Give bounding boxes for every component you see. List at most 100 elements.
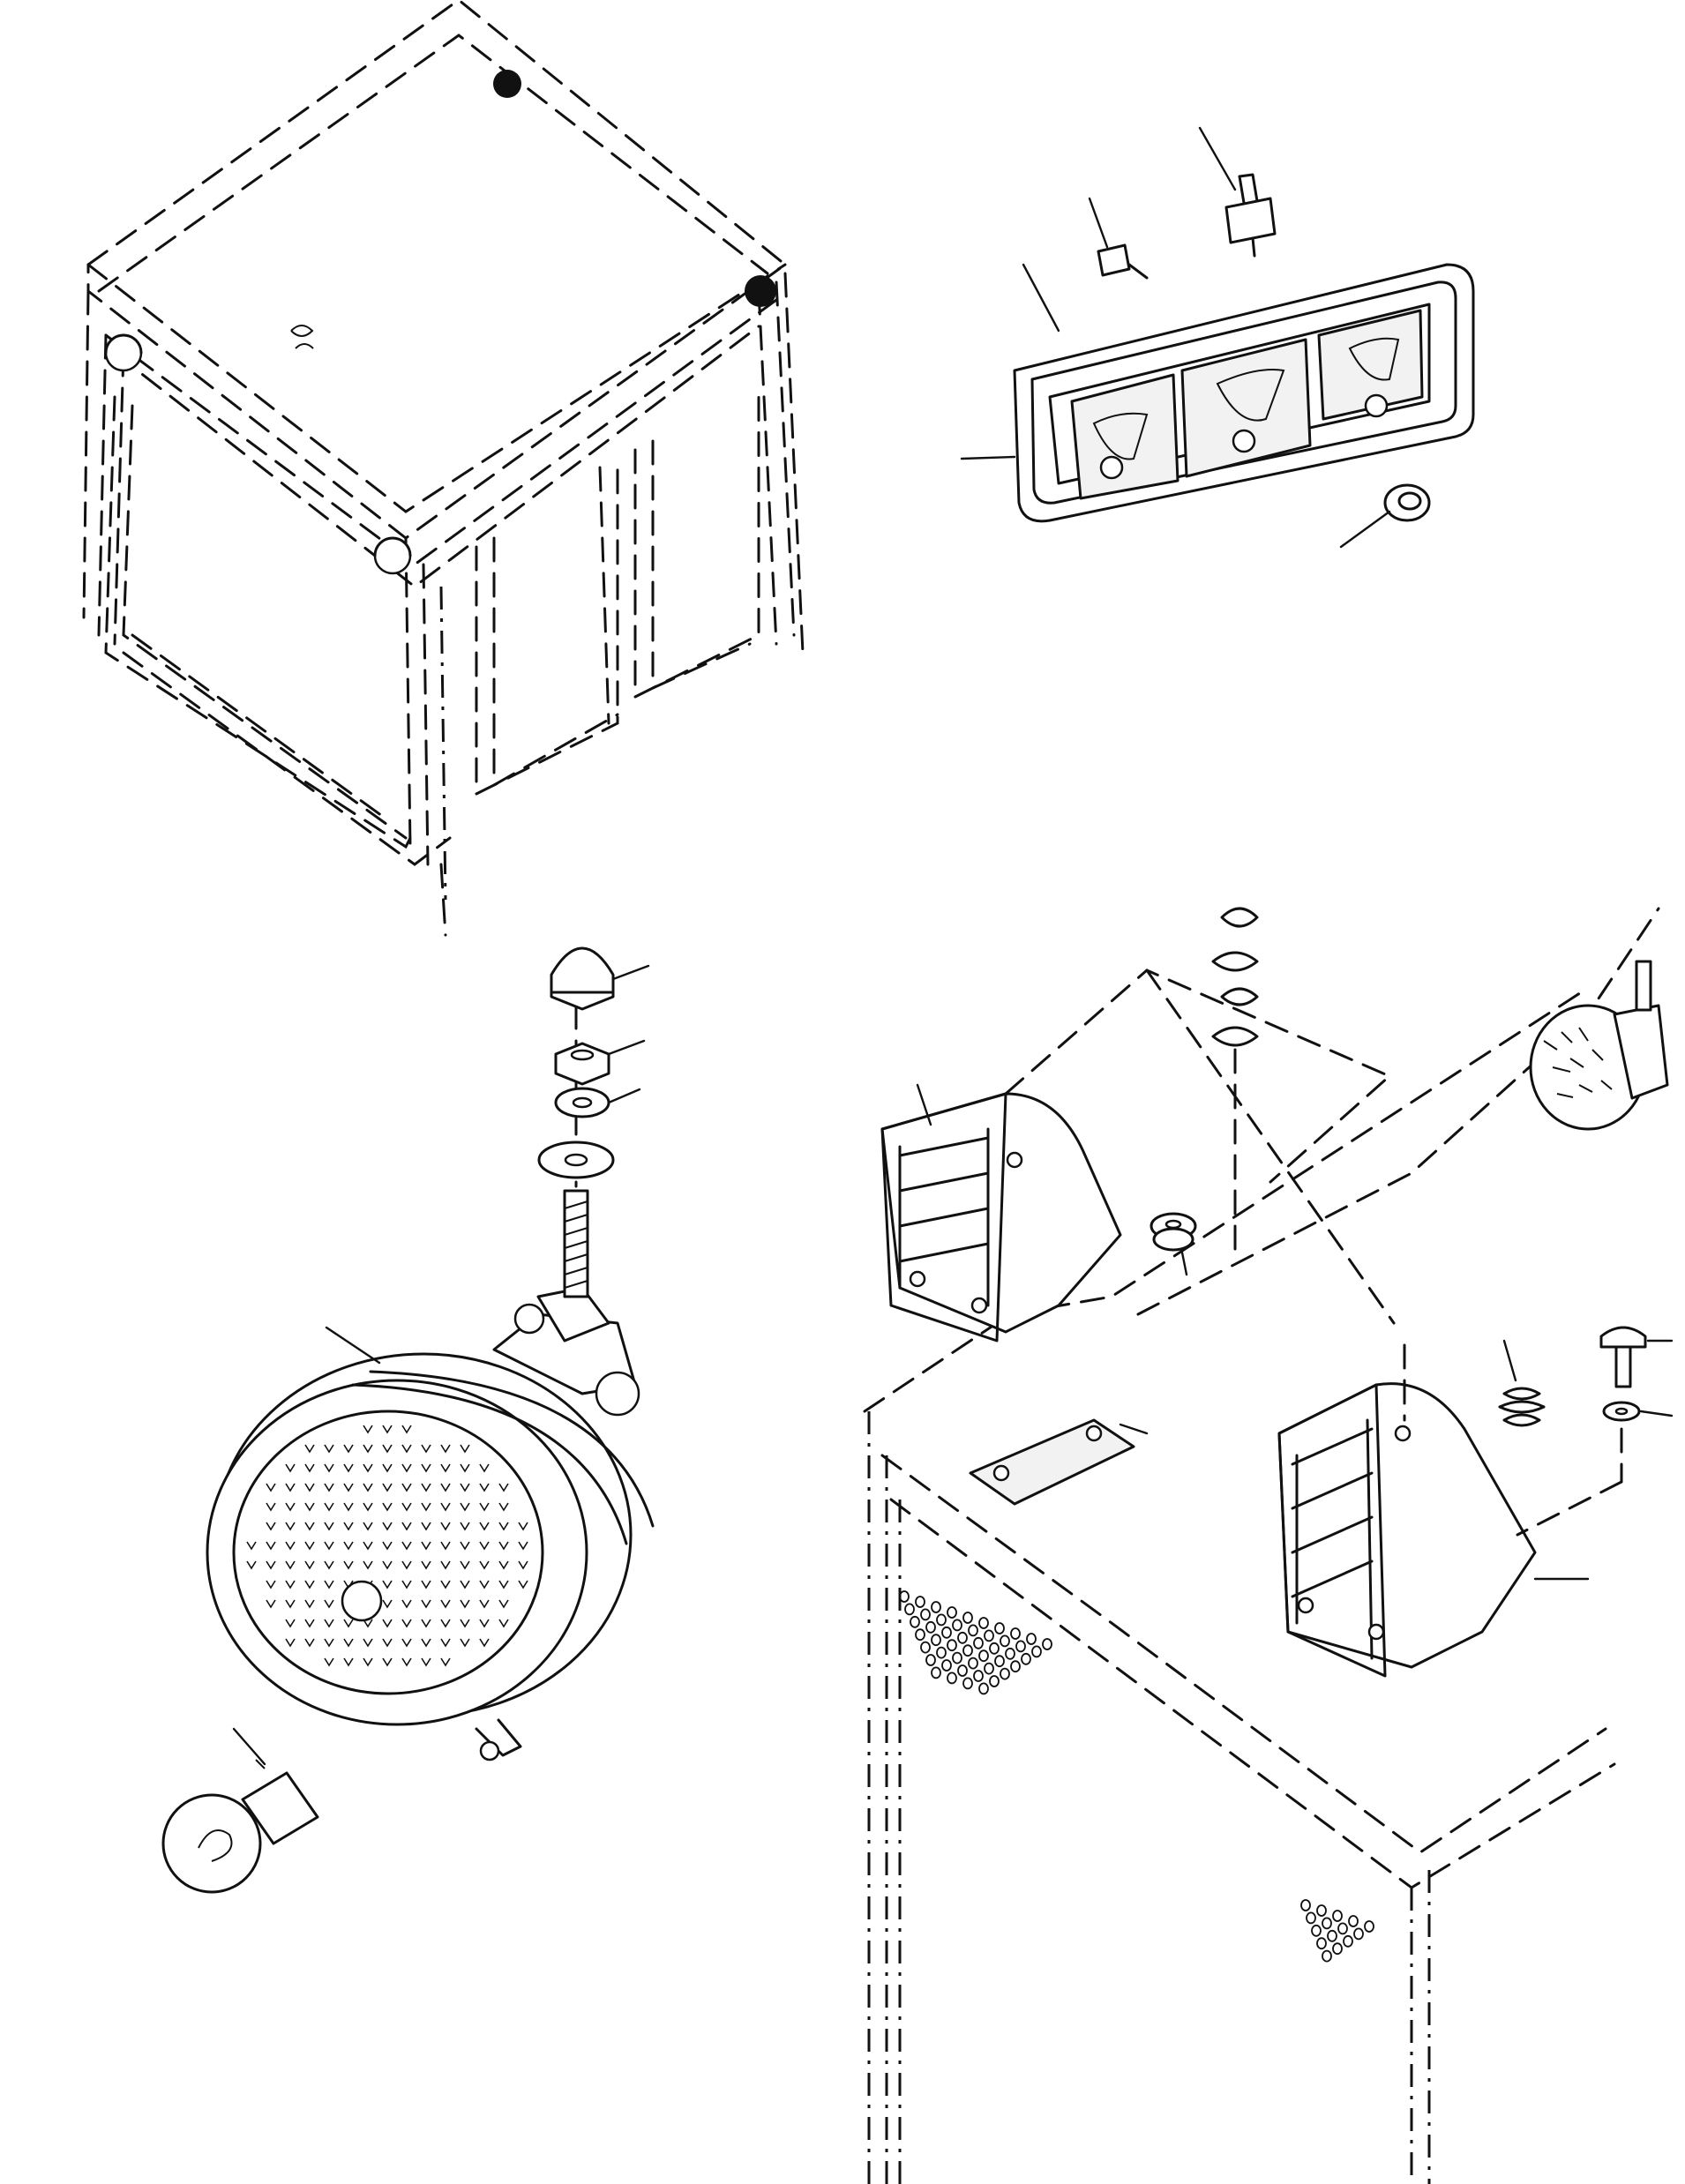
lens-mark	[285, 1541, 296, 1551]
lens-mark	[518, 1541, 528, 1551]
perforation-hole	[957, 1631, 968, 1644]
perforation-hole	[978, 1617, 989, 1629]
perforation-hole	[1000, 1667, 1010, 1680]
perforation-hole	[1005, 1647, 1015, 1660]
lens-mark	[498, 1560, 509, 1570]
lens-mark	[304, 1599, 315, 1609]
perforation-hole	[1010, 1660, 1021, 1673]
lens-mark	[401, 1619, 412, 1628]
lens-mark	[266, 1483, 276, 1492]
lens-mark	[382, 1541, 393, 1551]
beacon-dark-top	[493, 70, 521, 98]
lens-mark	[479, 1541, 490, 1551]
lens-mark	[343, 1657, 354, 1667]
lens-mark	[285, 1599, 296, 1609]
lens-mark	[382, 1619, 393, 1628]
lens-mark	[421, 1522, 431, 1531]
lens-mark	[498, 1522, 509, 1531]
lens-mark	[266, 1560, 276, 1570]
lens-mark	[343, 1463, 354, 1473]
beacon-light-left	[104, 333, 143, 372]
perforation-hole	[1300, 1899, 1311, 1911]
lens-mark	[324, 1657, 334, 1667]
perforation-hole	[1337, 1922, 1348, 1935]
lens-mark	[363, 1657, 373, 1667]
perforation-hole	[947, 1672, 957, 1685]
lens-mark	[440, 1502, 451, 1512]
lens-mark	[498, 1619, 509, 1628]
lens-mark	[479, 1522, 490, 1531]
perforation-hole	[1026, 1633, 1037, 1645]
lens-mark	[343, 1444, 354, 1454]
lens-mark	[363, 1522, 373, 1531]
grommet	[1150, 1212, 1197, 1276]
lens-mark	[324, 1502, 334, 1512]
lens-mark	[479, 1580, 490, 1589]
beacon-dark-right	[745, 275, 776, 307]
washer	[1516, 1401, 1674, 1537]
perforation-hole	[931, 1634, 941, 1647]
perforation-hole	[904, 1603, 915, 1616]
perforation-hole	[952, 1619, 962, 1632]
lens-mark	[324, 1619, 334, 1628]
lens-mark	[479, 1638, 490, 1648]
lens-mark	[421, 1638, 431, 1648]
lens-mark	[401, 1599, 412, 1609]
lens-pattern	[246, 1425, 528, 1667]
lens-mark	[363, 1502, 373, 1512]
lens-mark	[460, 1483, 470, 1492]
lens-mark	[266, 1522, 276, 1531]
lens-mark	[382, 1638, 393, 1648]
lens-mark	[382, 1444, 393, 1454]
lens-mark	[460, 1580, 470, 1589]
lens-mark	[343, 1619, 354, 1628]
lens-mark	[401, 1580, 412, 1589]
perforation-hole	[968, 1624, 978, 1637]
lens-mark	[363, 1638, 373, 1648]
lens-mark	[421, 1541, 431, 1551]
lens-mark	[460, 1541, 470, 1551]
perforations-upper	[899, 1590, 1052, 1695]
perforation-hole	[941, 1626, 952, 1639]
lens-mark	[498, 1599, 509, 1609]
perforation-hole	[1322, 1917, 1332, 1930]
lens-mark	[440, 1560, 451, 1570]
lens-mark	[401, 1522, 412, 1531]
mounting-plate	[969, 1418, 1149, 1506]
lens-mark	[421, 1483, 431, 1492]
lens-mark	[440, 1522, 451, 1531]
perforation-hole	[984, 1629, 994, 1642]
perforation-hole	[984, 1662, 994, 1675]
perforation-hole	[1042, 1638, 1052, 1650]
lens-mark	[518, 1522, 528, 1531]
lens-mark	[382, 1599, 393, 1609]
lens-mark	[401, 1560, 412, 1570]
lens-mark	[382, 1657, 393, 1667]
lens-mark	[460, 1502, 470, 1512]
lens-mark	[382, 1502, 393, 1512]
lens-mark	[479, 1502, 490, 1512]
lens-mark	[285, 1502, 296, 1512]
lens-mark	[285, 1522, 296, 1531]
mounting-stud	[563, 969, 589, 1298]
lens-mark	[440, 1619, 451, 1628]
lens-mark	[343, 1638, 354, 1648]
bolt	[1599, 1326, 1674, 1388]
lens-mark	[421, 1444, 431, 1454]
lens-mark	[382, 1483, 393, 1492]
cab-roof-with-beacon-lamps	[82, 0, 805, 937]
lens-mark	[324, 1541, 334, 1551]
lens-mark	[401, 1502, 412, 1512]
perforation-hole	[978, 1649, 989, 1663]
lens-mark	[498, 1502, 509, 1512]
lens-mark	[304, 1560, 315, 1570]
perforation-hole	[931, 1666, 941, 1679]
lens-mark	[479, 1599, 490, 1609]
tail-lamp-left	[880, 1083, 1122, 1343]
lens-mark	[401, 1444, 412, 1454]
lens-mark	[382, 1580, 393, 1589]
lens-mark	[324, 1444, 334, 1454]
lens-mark	[498, 1483, 509, 1492]
lens-mark	[421, 1619, 431, 1628]
